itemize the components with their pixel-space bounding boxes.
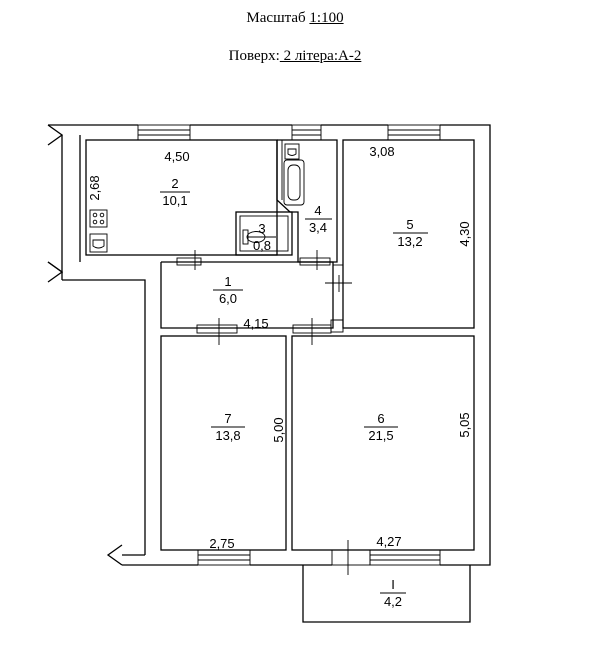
room-2-number: 2 — [171, 176, 178, 191]
room-7-outline — [160, 335, 287, 551]
room-1-area: 6,0 — [219, 291, 237, 306]
exterior-walls — [47, 124, 491, 566]
window-bath — [291, 124, 322, 141]
dim-room6-depth: 5,05 — [457, 412, 472, 437]
room-6-number: 6 — [377, 411, 384, 426]
room-7-number: 7 — [224, 411, 231, 426]
dim-kitchen-depth: 2,68 — [87, 175, 102, 200]
stove-icon — [89, 209, 108, 228]
room-3-number: 3 — [258, 221, 265, 236]
window-room6 — [369, 549, 441, 566]
room-6-outline — [291, 335, 475, 551]
dim-room5-depth: 4,30 — [457, 221, 472, 246]
scale-label: Масштаб — [246, 10, 306, 26]
scale-value: 1:100 — [309, 10, 344, 26]
dim-hall-width: 4,15 — [243, 316, 268, 331]
room-5-area: 13,2 — [397, 234, 422, 249]
sink-icon — [89, 233, 108, 253]
room-4-number: 4 — [314, 203, 321, 218]
floor-title: Поверх: 2 літера:А-2 — [0, 48, 590, 65]
room-3-outline — [235, 211, 293, 256]
dim-room7-width: 2,75 — [209, 536, 234, 551]
room-4-outline — [276, 139, 338, 263]
room-6-area: 21,5 — [368, 428, 393, 443]
window-kitchen — [137, 124, 191, 141]
dim-room6-width: 4,27 — [376, 534, 401, 549]
room-1-outline — [160, 261, 334, 329]
room-5-outline — [342, 139, 475, 329]
balcony-outline — [302, 565, 471, 623]
balcony-number: I — [391, 577, 395, 592]
room-2-area: 10,1 — [162, 193, 187, 208]
room-5-number: 5 — [406, 217, 413, 232]
floor-value: 2 літера:А-2 — [279, 48, 362, 64]
floor-label: Поверх: — [228, 48, 280, 64]
scale-title: Масштаб 1:100 — [0, 10, 590, 27]
window-room5 — [387, 124, 441, 141]
dim-room5-width: 3,08 — [369, 144, 394, 159]
window-room7 — [197, 549, 251, 566]
balcony-area: 4,2 — [384, 594, 402, 609]
dim-kitchen-width: 4,50 — [164, 149, 189, 164]
room-3-area: 0,8 — [253, 238, 271, 253]
room-7-area: 13,8 — [215, 428, 240, 443]
dim-room7-depth: 5,00 — [271, 417, 286, 442]
balcony-door — [331, 540, 371, 575]
bathtub-icon — [283, 159, 305, 206]
room-4-area: 3,4 — [309, 220, 327, 235]
washbasin-icon — [284, 143, 300, 160]
room-1-number: 1 — [224, 274, 231, 289]
